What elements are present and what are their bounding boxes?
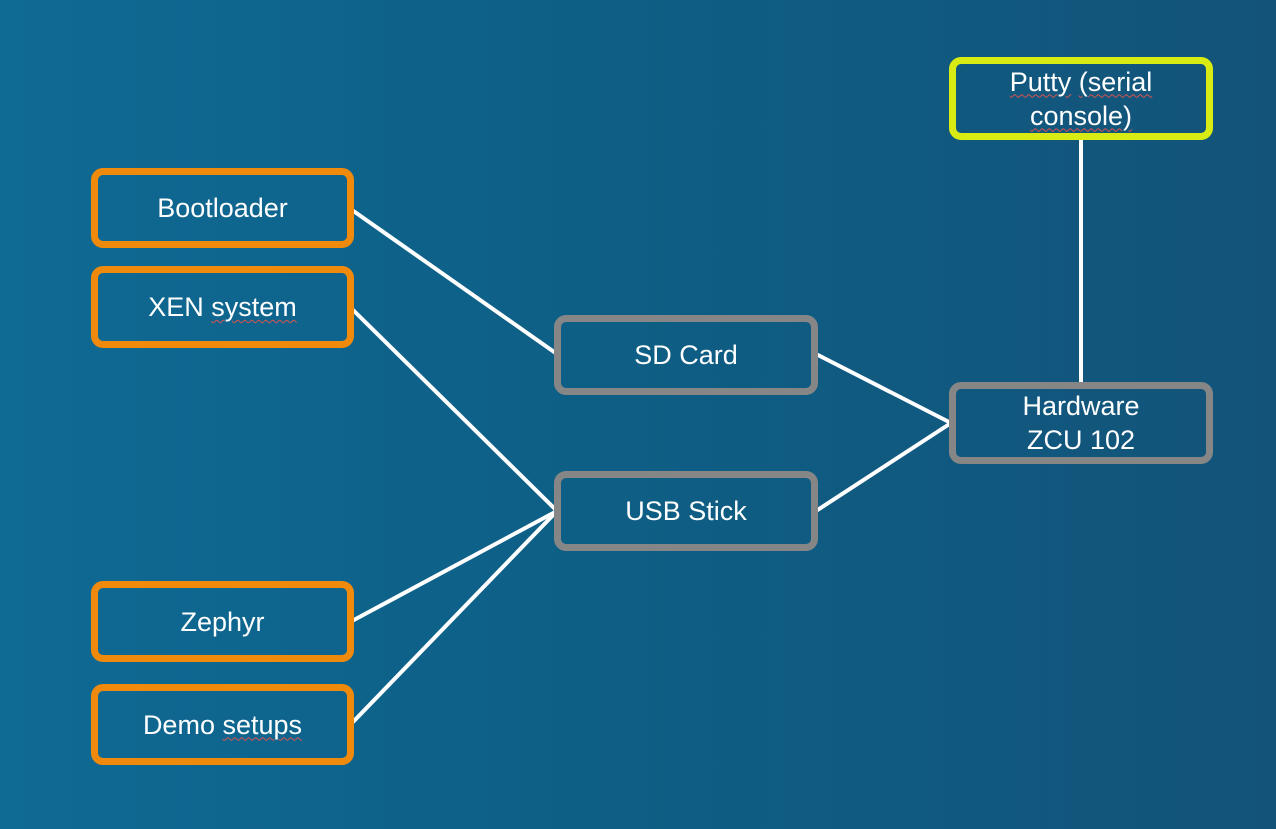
- node-system-word: system: [211, 292, 297, 322]
- node-bootloader: Bootloader: [91, 168, 354, 248]
- node-sd-card: SD Card: [554, 315, 818, 395]
- node-setups-word: setups: [222, 709, 303, 740]
- node-xen-system: XEN system: [91, 266, 354, 348]
- edge-sd-card-hardware: [814, 352, 953, 425]
- node-demo-setups: Demo setups: [91, 684, 354, 765]
- node-demo-setups-label: Demo setups: [143, 708, 302, 742]
- edge-usb-stick-hardware: [814, 421, 953, 513]
- node-usb-stick: USB Stick: [554, 471, 818, 551]
- node-xen-system-label: XEN system: [148, 290, 297, 324]
- edge-zephyr-usb-stick: [350, 509, 559, 623]
- edge-bootloader-sd-card: [350, 208, 559, 356]
- node-putty-word: Putty: [1009, 66, 1072, 97]
- node-xen-word: XEN: [148, 292, 204, 322]
- node-demo-word: Demo: [142, 709, 215, 740]
- node-hardware-zcu102: Hardware ZCU 102: [949, 382, 1213, 464]
- edge-demo-setups-usb-stick: [350, 509, 559, 725]
- edge-xen-system-usb-stick: [350, 307, 559, 513]
- node-zephyr-label: Zephyr: [180, 606, 265, 637]
- node-putty-label-line1: Putty (serial: [1010, 65, 1153, 99]
- node-hardware-label-line2: ZCU 102: [1026, 425, 1136, 455]
- node-putty-label-line2: console): [1029, 100, 1133, 131]
- node-hardware-label-line1: Hardware: [1022, 391, 1140, 421]
- node-zephyr: Zephyr: [91, 581, 354, 662]
- node-bootloader-label: Bootloader: [157, 193, 288, 223]
- node-usb-stick-label: USB Stick: [625, 496, 747, 526]
- node-putty-serial-console: Putty (serial console): [949, 57, 1213, 140]
- node-sd-card-label: SD Card: [634, 340, 738, 370]
- node-serial-word: (serial: [1078, 66, 1153, 97]
